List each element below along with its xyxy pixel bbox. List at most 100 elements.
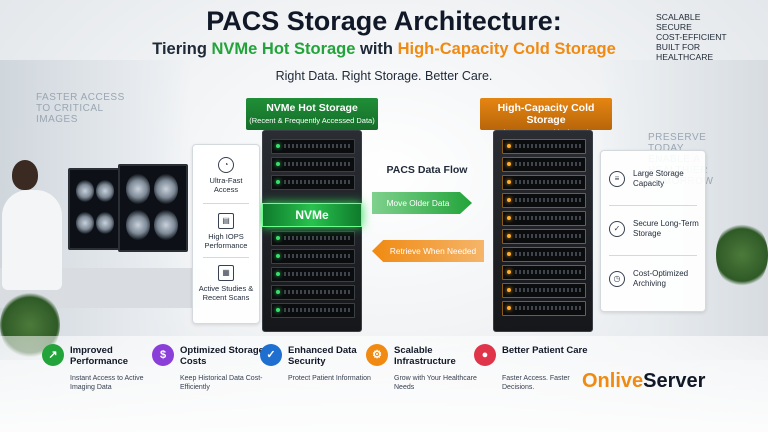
server-vent <box>284 308 350 312</box>
brand-logo: OnliveServer <box>582 370 705 393</box>
feature-label: Active Studies & Recent Scans <box>198 284 254 302</box>
feature-cost-optimized: ◷ Cost-Optimized Archiving <box>609 269 703 289</box>
feature-ultra-fast: ◔ Ultra-Fast Access <box>197 157 255 194</box>
benefit-title: Optimized Storage Costs <box>180 345 264 367</box>
brand-part2: Server <box>643 370 706 392</box>
subtitle-pre: Tiering <box>152 40 212 58</box>
feature-label: High IOPS Performance <box>204 232 248 250</box>
monitor-right <box>118 164 188 252</box>
flow-title: PACS Data Flow <box>386 164 468 176</box>
brain-scan-image <box>96 180 114 202</box>
feature-label: Ultra-Fast Access <box>209 176 243 194</box>
hot-storage-header: NVMe Hot Storage (Recent & Frequently Ac… <box>246 98 378 130</box>
feature-label: Secure Long-Term Storage <box>633 219 699 238</box>
server-vent <box>515 216 581 220</box>
studies-icon: ▦ <box>218 265 234 281</box>
dollar-icon: $ <box>152 344 174 366</box>
server-unit <box>271 303 355 318</box>
benefit-desc: Keep Historical Data Cost-Efficiently <box>180 375 263 391</box>
corner-text: Scalable Secure Cost-Efficient Built for… <box>656 12 744 62</box>
feature-active-studies: ▦ Active Studies & Recent Scans <box>197 265 255 302</box>
brain-scan-image <box>96 212 114 234</box>
server-vent <box>515 252 581 256</box>
page-title: PACS Storage Architecture: <box>206 6 562 36</box>
feature-secure-storage: ✓ Secure Long-Term Storage <box>609 219 703 239</box>
server-vent <box>284 144 350 148</box>
status-led <box>276 272 280 276</box>
subtitle-cold: High-Capacity Cold Storage <box>397 40 616 58</box>
server-vent <box>515 270 581 274</box>
brand-part1: Onlive <box>582 370 644 392</box>
people-icon: ● <box>474 344 496 366</box>
iops-icon: ▤ <box>218 213 234 229</box>
status-led <box>276 144 280 148</box>
server-unit <box>502 301 586 316</box>
server-vent <box>515 144 581 148</box>
brain-scan-image <box>76 180 94 202</box>
server-unit <box>502 265 586 280</box>
divider <box>203 203 249 204</box>
brain-scan-image <box>154 210 178 240</box>
status-led <box>276 254 280 258</box>
feature-high-iops: ▤ High IOPS Performance <box>197 213 255 250</box>
cold-storage-header: High-Capacity Cold Storage (Long-Term Ar… <box>480 98 612 137</box>
benefit-title: Improved Performance <box>70 345 129 367</box>
cold-storage-title: High-Capacity Cold Storage <box>497 102 595 126</box>
status-led <box>507 144 511 148</box>
status-led <box>276 180 280 184</box>
server-unit <box>271 157 355 172</box>
benefit-title: Scalable Infrastructure <box>394 345 456 367</box>
corner-line: Built for <box>656 42 701 52</box>
feature-label: Large Storage Capacity <box>633 169 684 188</box>
status-led <box>276 236 280 240</box>
server-vent <box>515 288 581 292</box>
server-vent <box>515 198 581 202</box>
chart-up-icon: ↗ <box>42 344 64 366</box>
brain-scan-image <box>126 174 150 204</box>
hot-storage-title: NVMe Hot Storage <box>266 102 358 114</box>
server-unit <box>271 249 355 264</box>
server-vent <box>284 162 350 166</box>
corner-line: Secure <box>656 22 692 32</box>
status-led <box>507 234 511 238</box>
feature-large-capacity: ≡ Large Storage Capacity <box>609 169 703 189</box>
divider <box>203 257 249 258</box>
benefit-title: Enhanced Data Security <box>288 345 357 367</box>
server-vent <box>284 236 350 240</box>
status-led <box>507 306 511 310</box>
corner-line: Healthcare <box>656 52 714 62</box>
gear-icon: ⚙ <box>366 344 388 366</box>
nvme-server-rack <box>262 130 362 332</box>
doctor-head <box>12 160 38 190</box>
feature-label: Cost-Optimized Archiving <box>633 269 689 288</box>
tagline: Right Data. Right Storage. Better Care. <box>275 69 493 83</box>
divider <box>609 205 697 206</box>
server-unit <box>271 267 355 282</box>
server-vent <box>515 306 581 310</box>
status-led <box>276 162 280 166</box>
status-led <box>507 162 511 166</box>
brain-scan-image <box>154 174 178 204</box>
brain-scan-image <box>76 212 94 234</box>
cold-server-rack <box>493 130 593 332</box>
doctor-figure <box>2 190 62 290</box>
benefit-desc: Faster Access. Faster Decisions. <box>502 375 570 391</box>
server-unit <box>502 247 586 262</box>
status-led <box>276 290 280 294</box>
status-led <box>507 216 511 220</box>
retrieve-data-arrow: Retrieve When Needed <box>372 240 484 262</box>
cold-storage-features-panel: ≡ Large Storage Capacity ✓ Secure Long-T… <box>600 150 706 312</box>
nvme-badge: NVMe <box>262 203 362 227</box>
hot-storage-features-panel: ◔ Ultra-Fast Access ▤ High IOPS Performa… <box>192 144 260 324</box>
database-icon: ≡ <box>609 171 625 187</box>
status-led <box>507 252 511 256</box>
server-vent <box>515 180 581 184</box>
shield-icon: ✓ <box>260 344 282 366</box>
server-unit <box>502 193 586 208</box>
subtitle-mid: with <box>355 40 398 58</box>
server-vent <box>284 254 350 258</box>
speedometer-icon: ◔ <box>218 157 234 173</box>
server-unit <box>502 139 586 154</box>
server-vent <box>515 162 581 166</box>
server-unit <box>502 157 586 172</box>
